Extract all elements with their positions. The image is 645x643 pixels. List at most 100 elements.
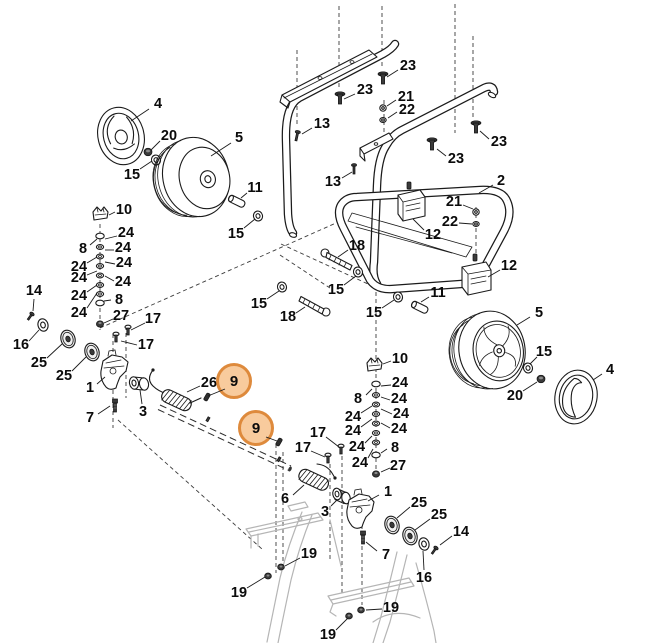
callout-leader-12: [412, 218, 425, 231]
part-callout-19[interactable]: 19: [320, 627, 336, 643]
part-callout-23[interactable]: 23: [357, 82, 373, 98]
part-callout-19[interactable]: 19: [231, 585, 247, 601]
part-callout-25[interactable]: 25: [431, 507, 447, 523]
part-callout-15[interactable]: 15: [124, 167, 140, 183]
part-callout-27[interactable]: 27: [390, 458, 406, 474]
part-callout-24[interactable]: 24: [345, 409, 361, 425]
part-callout-24[interactable]: 24: [352, 455, 368, 471]
highlighted-part-callout-9[interactable]: 9: [230, 373, 238, 390]
bolt-18-upper-drawing: [320, 248, 353, 271]
part-callout-24[interactable]: 24: [115, 240, 131, 256]
highlight-circle-part-9[interactable]: [238, 410, 274, 446]
part-callout-15[interactable]: 15: [251, 296, 267, 312]
part-callout-6[interactable]: 6: [281, 491, 289, 507]
part-callout-17[interactable]: 17: [295, 440, 311, 456]
highlighted-part-callout-9[interactable]: 9: [252, 420, 260, 437]
part-callout-16[interactable]: 16: [416, 570, 432, 586]
callout-leader-4: [592, 373, 603, 381]
part-callout-5[interactable]: 5: [535, 305, 543, 321]
part-callout-24[interactable]: 24: [349, 439, 365, 455]
part-callout-24[interactable]: 24: [391, 421, 407, 437]
highlight-leader-9: [265, 436, 278, 442]
part-callout-21[interactable]: 21: [446, 194, 462, 210]
part-callout-8[interactable]: 8: [354, 391, 362, 407]
hubcap-left-drawing: [97, 106, 145, 166]
part-callout-22[interactable]: 22: [399, 102, 415, 118]
part-callout-15[interactable]: 15: [328, 282, 344, 298]
part-callout-8[interactable]: 8: [79, 241, 87, 257]
part-callout-15[interactable]: 15: [366, 305, 382, 321]
part-callout-21[interactable]: 21: [398, 89, 414, 105]
part-callout-20[interactable]: 20: [507, 388, 523, 404]
callout-leader-5: [516, 316, 531, 326]
callout-leader-20: [522, 381, 538, 392]
part-callout-24[interactable]: 24: [392, 375, 408, 391]
part-callout-8[interactable]: 8: [115, 292, 123, 308]
callout-leader-24: [86, 256, 98, 264]
callout-leader-18: [337, 249, 349, 258]
part-callout-18[interactable]: 18: [280, 309, 296, 325]
part-callout-25[interactable]: 25: [56, 368, 72, 384]
callout-leader-14: [32, 298, 35, 312]
part-callout-15[interactable]: 15: [228, 226, 244, 242]
part-callout-1[interactable]: 1: [86, 380, 94, 396]
part-callout-12[interactable]: 12: [501, 258, 517, 274]
part-callout-17[interactable]: 17: [310, 425, 326, 441]
part-callout-11[interactable]: 11: [247, 180, 262, 196]
part-callout-20[interactable]: 20: [161, 128, 177, 144]
part-callout-3[interactable]: 3: [321, 504, 329, 520]
part-callout-23[interactable]: 23: [400, 58, 416, 74]
part-callout-26[interactable]: 26: [201, 375, 217, 391]
screws-23-drawing: [334, 71, 482, 151]
nut-21-washer-22-lower-drawing: [472, 208, 480, 227]
part-callout-24[interactable]: 24: [345, 423, 361, 439]
part-callout-11[interactable]: 11: [430, 285, 445, 301]
part-callout-3[interactable]: 3: [139, 404, 147, 420]
part-callout-17[interactable]: 17: [145, 311, 161, 327]
part-callout-16[interactable]: 16: [13, 337, 29, 353]
part-callout-24[interactable]: 24: [116, 255, 132, 271]
part-callout-19[interactable]: 19: [301, 546, 317, 562]
part-callout-13[interactable]: 13: [314, 116, 330, 132]
highlight-circle-part-9[interactable]: [216, 363, 252, 399]
part-callout-15[interactable]: 15: [536, 344, 552, 360]
part-callout-24[interactable]: 24: [115, 274, 131, 290]
part-callout-24[interactable]: 24: [118, 225, 134, 241]
part-callout-10[interactable]: 10: [392, 351, 408, 367]
part-callout-24[interactable]: 24: [71, 259, 87, 275]
part-callout-7[interactable]: 7: [86, 410, 94, 426]
part-callout-24[interactable]: 24: [391, 391, 407, 407]
part-callout-1[interactable]: 1: [384, 484, 392, 500]
nut-21-washer-22-upper-drawing: [379, 104, 387, 123]
part-callout-4[interactable]: 4: [154, 96, 162, 112]
nut-20-right-drawing: [536, 374, 546, 384]
part-callout-5[interactable]: 5: [235, 130, 243, 146]
part-callout-19[interactable]: 19: [383, 600, 399, 616]
part-callout-27[interactable]: 27: [113, 308, 129, 324]
part-callout-14[interactable]: 14: [453, 524, 469, 540]
part-callout-14[interactable]: 14: [26, 283, 42, 299]
callout-leader-17: [310, 450, 326, 458]
part-callout-24[interactable]: 24: [393, 406, 409, 422]
ghost-frame-right: [327, 551, 437, 643]
part-callout-24[interactable]: 24: [71, 288, 87, 304]
part-callout-25[interactable]: 25: [31, 355, 47, 371]
part-callout-8[interactable]: 8: [391, 440, 399, 456]
part-callout-12[interactable]: 12: [425, 227, 441, 243]
part-callout-18[interactable]: 18: [349, 238, 365, 254]
part-callout-7[interactable]: 7: [382, 547, 390, 563]
part-callout-10[interactable]: 10: [116, 202, 132, 218]
part-callout-2[interactable]: 2: [497, 173, 505, 189]
part-callout-23[interactable]: 23: [448, 151, 464, 167]
part-callout-13[interactable]: 13: [325, 174, 341, 190]
part-callout-17[interactable]: 17: [138, 337, 154, 353]
bolt-18-lower-drawing: [298, 295, 331, 317]
part-callout-25[interactable]: 25: [411, 495, 427, 511]
ghost-frame-left: [245, 501, 342, 643]
part-callout-24[interactable]: 24: [71, 305, 87, 321]
part-callout-24[interactable]: 24: [71, 270, 87, 286]
part-callout-4[interactable]: 4: [606, 362, 614, 378]
part-callout-23[interactable]: 23: [491, 134, 507, 150]
part-callout-22[interactable]: 22: [442, 214, 458, 230]
